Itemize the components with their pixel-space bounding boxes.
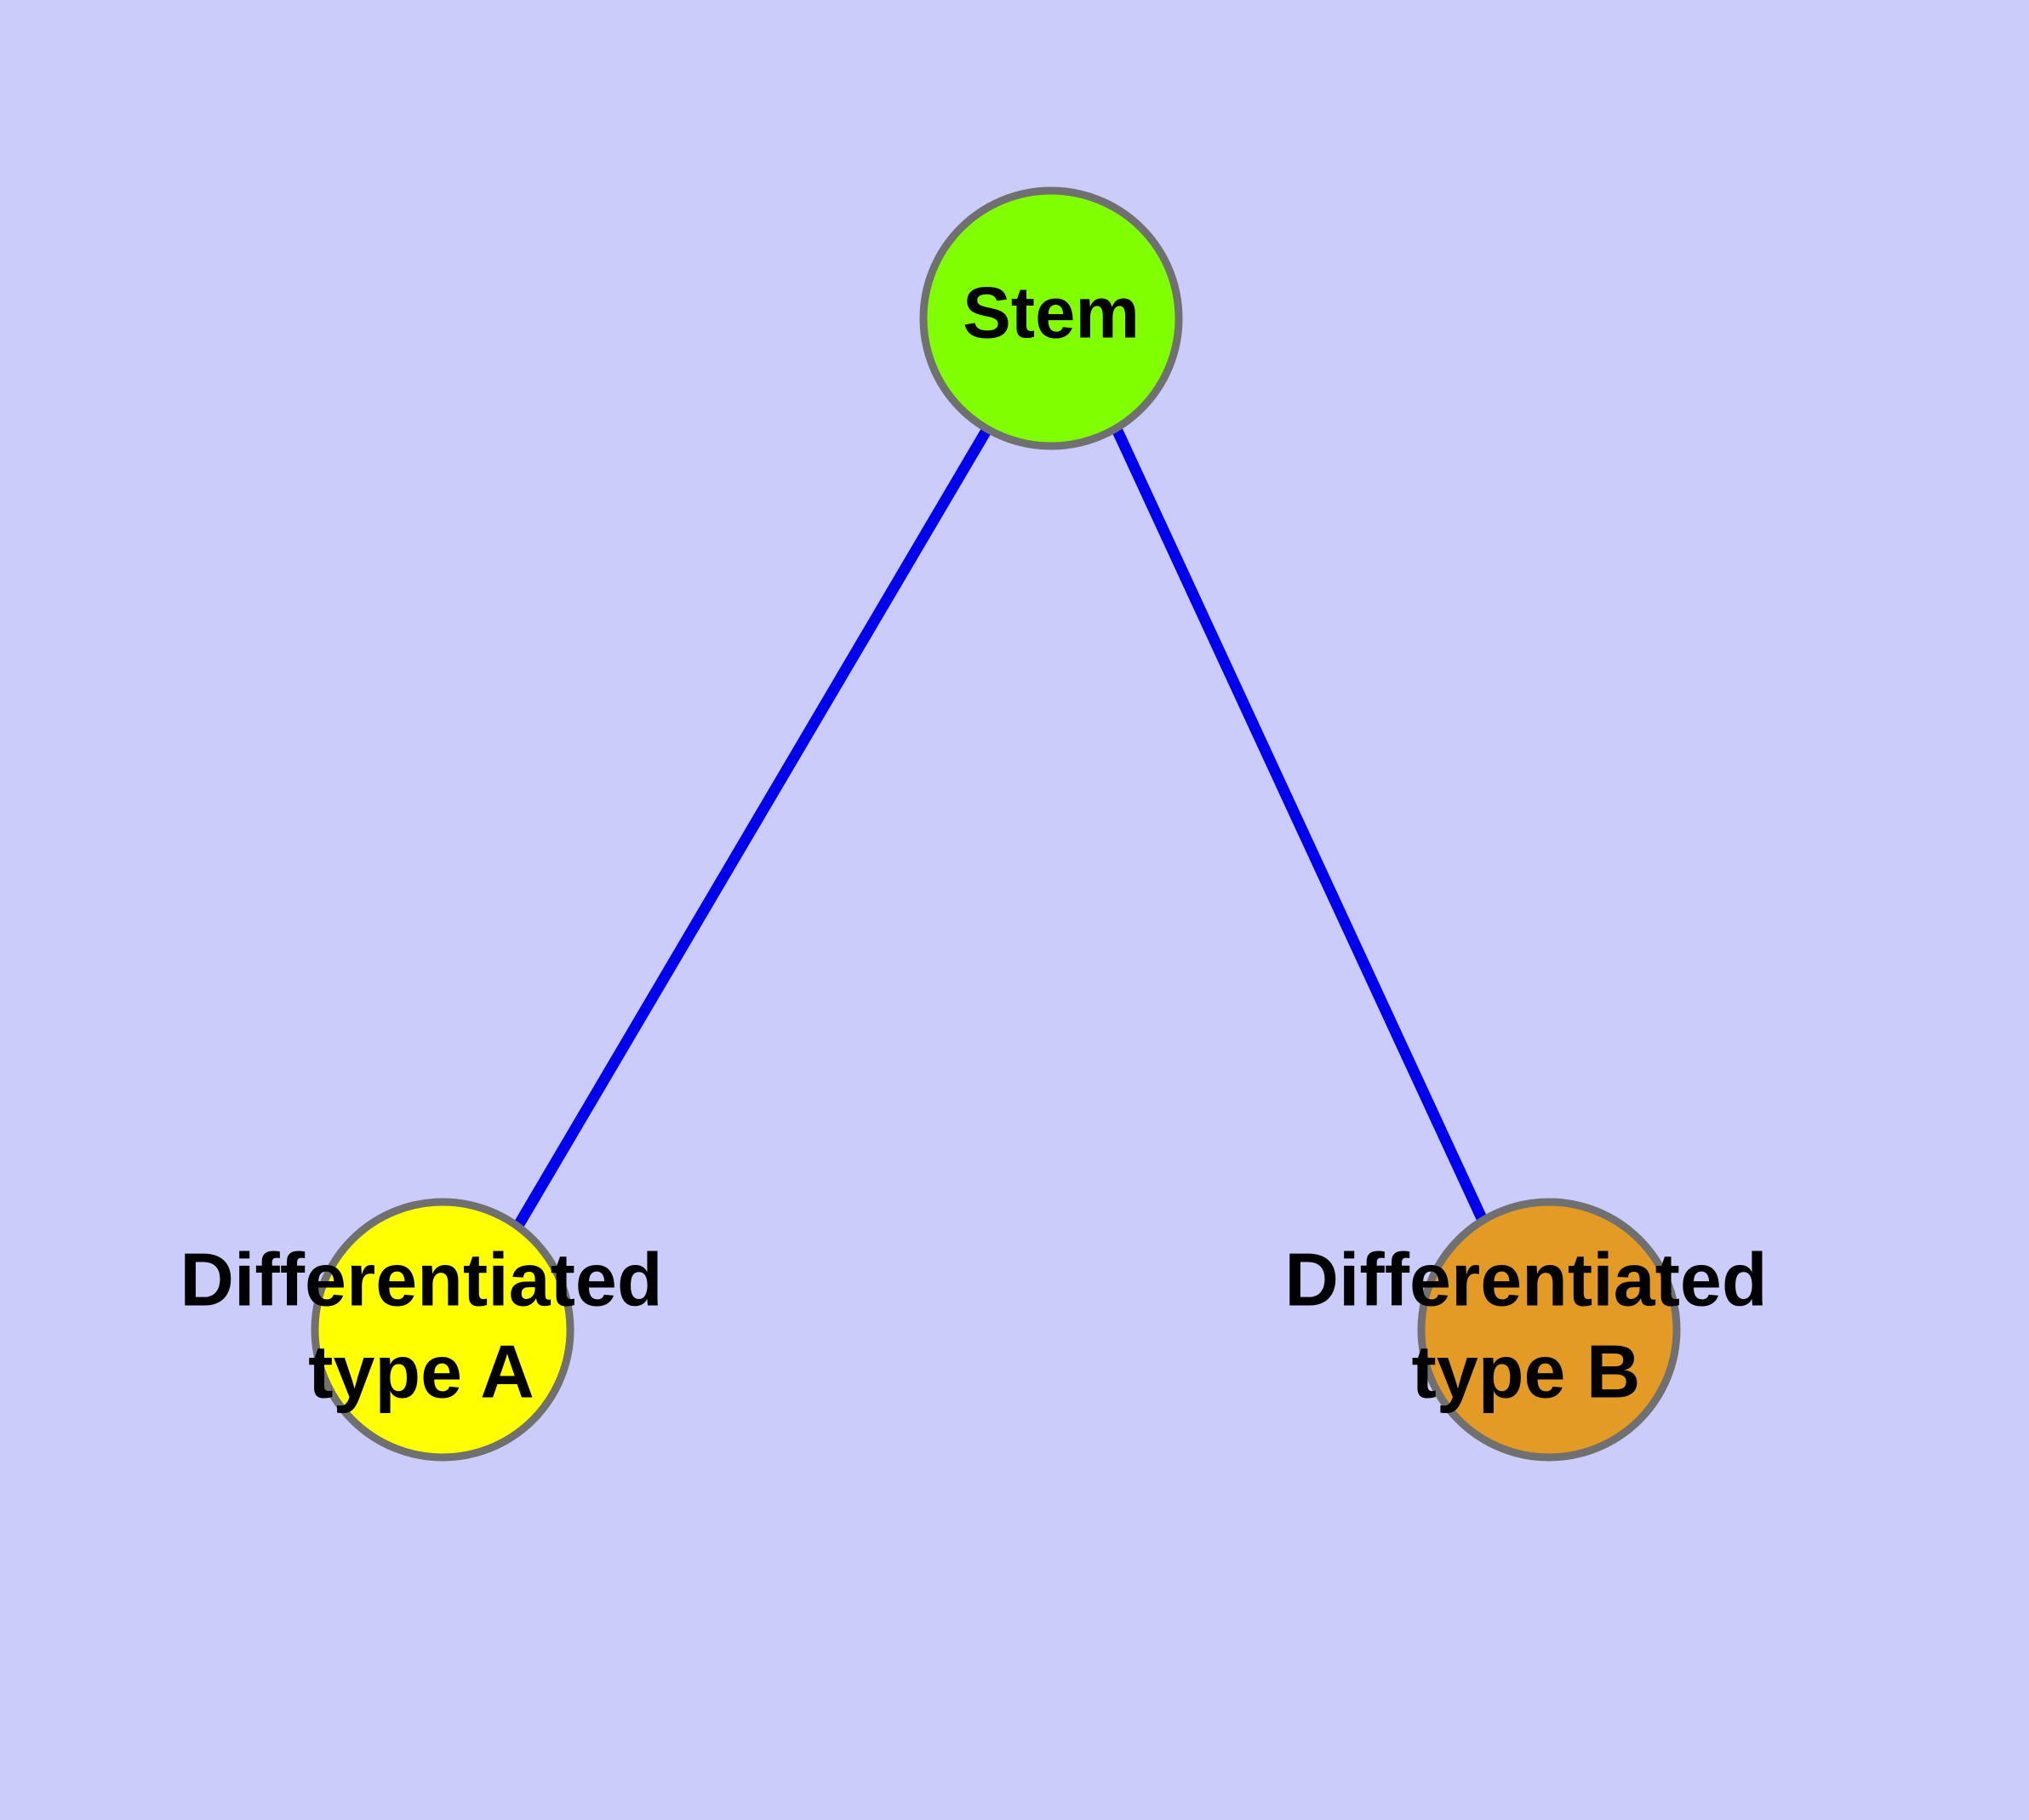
node-diff-b-label-line2: type B: [1412, 1329, 1641, 1413]
node-diff-b[interactable]: [1417, 1198, 1681, 1462]
node-diff-a-label-line2: type A: [308, 1329, 534, 1413]
label-layer: Stem Differentiated type A Differentiate…: [180, 272, 1767, 1413]
node-diff-a-circle[interactable]: [311, 1198, 574, 1462]
edge-layer: [512, 426, 1491, 1232]
edge-stem-to-diff-a[interactable]: [512, 426, 992, 1232]
node-layer: [311, 186, 1681, 1462]
node-diff-a-label-line1: Differentiated: [180, 1237, 662, 1321]
edge-stem-to-diff-b[interactable]: [1112, 426, 1491, 1230]
node-diff-a[interactable]: [311, 1198, 574, 1462]
node-stem[interactable]: [919, 186, 1183, 450]
node-diff-b-circle[interactable]: [1417, 1198, 1681, 1462]
node-stem-label: Stem: [963, 272, 1140, 353]
node-diff-b-label-line1: Differentiated: [1284, 1237, 1767, 1321]
node-stem-circle[interactable]: [919, 186, 1183, 450]
